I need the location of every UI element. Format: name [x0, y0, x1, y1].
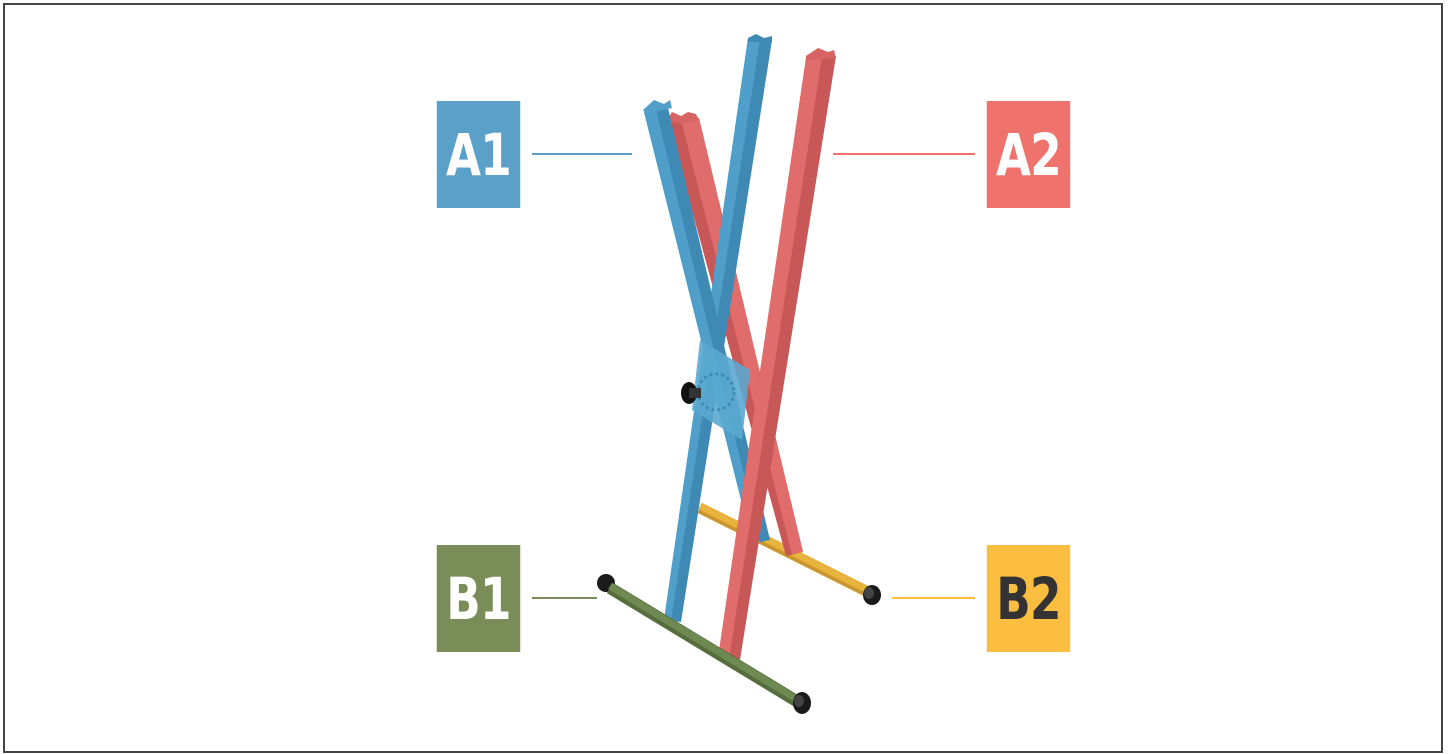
label-b2: B2 — [986, 545, 1071, 652]
label-a1-text: A1 — [446, 120, 512, 189]
b2-end-cap — [863, 585, 881, 605]
label-b1-text: B1 — [446, 564, 511, 633]
label-b2-text: B2 — [996, 564, 1061, 633]
label-a2: A2 — [986, 101, 1071, 208]
b1-end-cap-right — [793, 692, 811, 714]
label-a1: A1 — [436, 101, 521, 208]
a2-tall-leg — [718, 48, 836, 660]
label-b1: B1 — [436, 545, 521, 652]
b1-front-bar — [597, 574, 811, 714]
adjustment-knob-icon — [681, 382, 701, 404]
label-a2-text: A2 — [996, 120, 1062, 189]
